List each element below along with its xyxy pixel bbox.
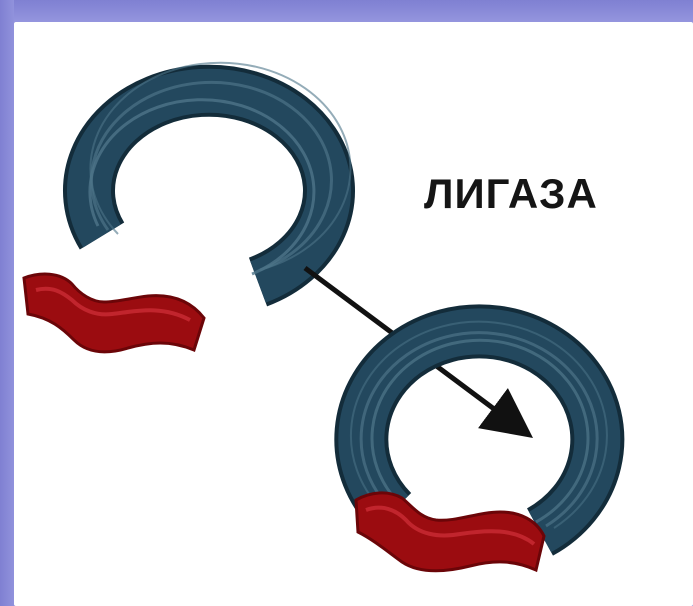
dna-fragment-free [22, 272, 206, 354]
slide-frame-top [0, 0, 693, 22]
ligase-closed-ring [334, 304, 625, 556]
dna-fragment-bound [354, 491, 546, 573]
ligase-open-ring [63, 61, 355, 307]
slide-frame-left [0, 0, 14, 606]
ligase-label: ЛИГАЗА [424, 170, 598, 217]
